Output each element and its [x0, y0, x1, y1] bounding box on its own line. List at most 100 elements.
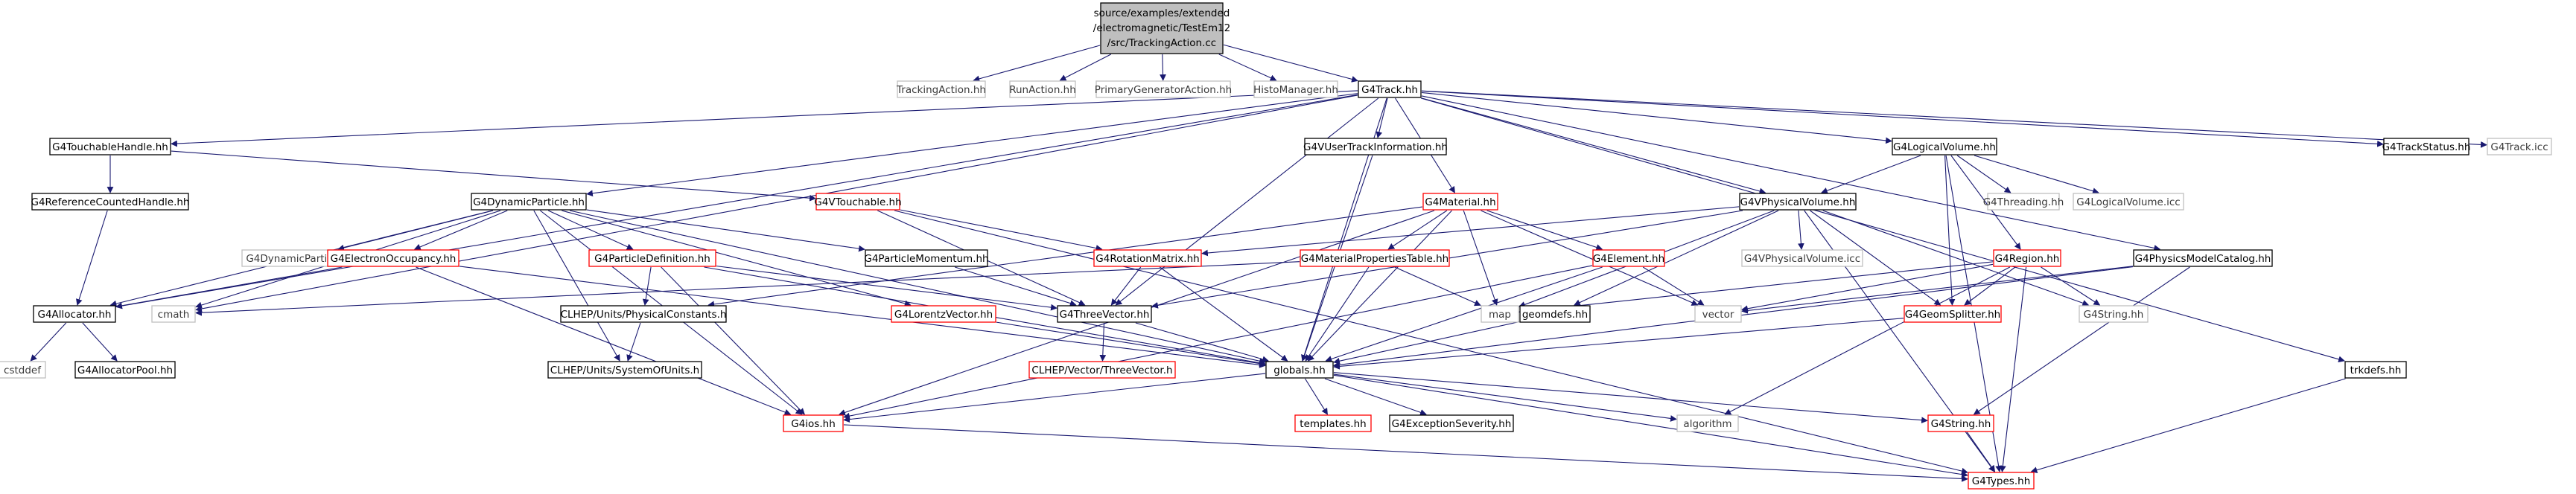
node-G4ExceptionSeverity[interactable]: G4ExceptionSeverity.hh [1389, 414, 1514, 432]
node-box [151, 305, 196, 323]
edge [1950, 155, 2021, 250]
node-label: cmath [158, 309, 190, 321]
edge [195, 261, 1300, 316]
edge-G4String-to-G4Types [1966, 432, 1996, 472]
node-G4RotationMatrix[interactable]: G4RotationMatrix.hh [1093, 249, 1202, 267]
edge [1333, 321, 1520, 365]
node-G4VPhysicalVolume[interactable]: G4VPhysicalVolume.hh [1739, 193, 1857, 211]
edge [1305, 266, 1370, 362]
node-G4PhysicsModelCatalog[interactable]: G4PhysicsModelCatalog.hh [2133, 249, 2273, 267]
node-box [865, 249, 988, 267]
edge [413, 210, 508, 251]
node-G4Stringhh[interactable]: G4String.hh [2079, 305, 2149, 323]
edge [1964, 266, 2016, 306]
edge-G4ThreeVector-to-CLHEPThreeVector [1099, 322, 1107, 362]
node-G4LogicalVolumeicc[interactable]: G4LogicalVolume.icc [2073, 193, 2184, 211]
node-G4GeomSplitter[interactable]: G4GeomSplitter.hh [1904, 305, 2002, 323]
node-G4Trackicc[interactable]: G4Track.icc [2487, 138, 2552, 155]
node-box [547, 361, 702, 379]
node-box [74, 361, 176, 379]
edge [1421, 97, 1766, 195]
edge [459, 266, 1266, 368]
edge-G4LorentzVector-to-globals [996, 321, 1266, 367]
node-G4DynamicParticle[interactable]: G4DynamicParticle.hh [471, 193, 587, 211]
node-map[interactable]: map [1481, 305, 1519, 323]
node-trkdefs[interactable]: trkdefs.hh [2344, 361, 2407, 379]
node-templates[interactable]: templates.hh [1294, 414, 1372, 432]
node-box [2383, 138, 2470, 155]
node-label: G4Element.hh [1593, 253, 1664, 265]
edge [1059, 54, 1111, 81]
edge [1325, 266, 1603, 362]
node-G4Allocator[interactable]: G4Allocator.hh [33, 305, 116, 323]
node-box [0, 361, 46, 379]
node-label: G4VPhysicalVolume.icc [1744, 253, 1860, 265]
edge-G4Track-to-G4TouchableHandle [171, 90, 1358, 147]
edge [115, 94, 1358, 309]
node-G4Material[interactable]: G4Material.hh [1422, 193, 1498, 211]
node-label: G4Threading.hh [1983, 196, 2064, 208]
edge-trkdefs-to-G4Types [2030, 378, 2346, 473]
node-vector[interactable]: vector [1694, 305, 1742, 323]
node-G4TrackStatus[interactable]: G4TrackStatus.hh [2382, 138, 2471, 155]
node-label: vector [1702, 309, 1734, 321]
node-cstddef[interactable]: cstddef [0, 361, 46, 379]
node-cmath[interactable]: cmath [151, 305, 196, 323]
node-RunAction[interactable]: RunAction.hh [1009, 80, 1076, 98]
node-G4Track[interactable]: G4Track.hh [1358, 80, 1422, 98]
edge-G4ParticleDefinition-to-CLHEPPhysicalConstants [642, 266, 652, 306]
node-G4MaterialPropertiesTable[interactable]: G4MaterialPropertiesTable.hh [1300, 249, 1450, 267]
edge-G4VPhysicalVolume-to-G4GeomSplitter [1810, 210, 1941, 306]
node-G4ParticleDefinition[interactable]: G4ParticleDefinition.hh [588, 249, 716, 267]
edge-G4MaterialPropertiesTable-to-cmath [195, 261, 1300, 316]
node-G4String[interactable]: G4String.hh [1927, 414, 1994, 432]
node-CLHEPThreeVector[interactable]: CLHEP/Vector/ThreeVector.h [1028, 361, 1176, 379]
node-G4ParticleMomentum[interactable]: G4ParticleMomentum.hh [864, 249, 989, 267]
edge-G4ElectronOccupancy-to-globals [459, 266, 1266, 368]
node-label: G4LorentzVector.hh [894, 309, 993, 321]
node-box [1519, 305, 1591, 323]
edge-G4DynamicParticle-to-G4ElectronOccupancy [413, 210, 508, 251]
node-box [1028, 361, 1176, 379]
edge-G4ElectronOccupancy-to-G4Allocator [115, 266, 343, 309]
node-CLHEPPhysicalConstants[interactable]: CLHEP/Units/PhysicalConstants.h [560, 305, 727, 323]
node-G4AllocatorPool[interactable]: G4AllocatorPool.hh [74, 361, 176, 379]
node-label: G4Types.hh [1972, 475, 2031, 487]
node-G4ios[interactable]: G4ios.hh [783, 414, 844, 432]
node-G4VUserTrackInformation[interactable]: G4VUserTrackInformation.hh [1303, 138, 1448, 155]
edge [1463, 210, 1498, 306]
node-PrimaryGeneratorAction[interactable]: PrimaryGeneratorAction.hh [1095, 80, 1232, 98]
node-G4Threading[interactable]: G4Threading.hh [1983, 193, 2064, 211]
node-algorithm[interactable]: algorithm [1676, 414, 1739, 432]
node-root[interactable]: source/examples/extended /electromagneti… [1093, 2, 1230, 54]
node-box [1300, 249, 1450, 267]
node-G4Element[interactable]: G4Element.hh [1592, 249, 1665, 267]
edge-G4Track-to-G4TrackStatus [1421, 90, 2384, 147]
node-HistoManager[interactable]: HistoManager.hh [1253, 80, 1338, 98]
node-TrackingAction[interactable]: TrackingAction.hh [896, 80, 986, 98]
node-G4LogicalVolume[interactable]: G4LogicalVolume.hh [1892, 138, 1997, 155]
edge-G4PhysicsModelCatalog-to-G4String [1973, 266, 2190, 415]
edge-G4Allocator-to-G4AllocatorPool [82, 322, 118, 362]
node-box [815, 193, 900, 211]
node-G4Region[interactable]: G4Region.hh [1993, 249, 2061, 267]
node-G4ThreeVector[interactable]: G4ThreeVector.hh [1057, 305, 1152, 323]
node-G4VTouchable[interactable]: G4VTouchable.hh [814, 193, 902, 211]
node-G4ElectronOccupancy[interactable]: G4ElectronOccupancy.hh [327, 249, 459, 267]
node-box [1481, 305, 1519, 323]
node-globals[interactable]: globals.hh [1265, 361, 1334, 379]
node-G4LorentzVector[interactable]: G4LorentzVector.hh [891, 305, 996, 323]
node-label: HistoManager.hh [1253, 84, 1338, 96]
edge-geomdefs-to-globals [1333, 321, 1520, 365]
node-CLHEPSystemOfUnits[interactable]: CLHEP/Units/SystemOfUnits.h [547, 361, 702, 379]
node-G4Types[interactable]: G4Types.hh [1968, 472, 2035, 490]
node-box [783, 414, 844, 432]
edge-G4VTouchable-to-G4RotationMatrix [900, 209, 1103, 251]
node-label: templates.hh [1300, 418, 1366, 430]
node-G4TouchableHandle[interactable]: G4TouchableHandle.hh [49, 138, 171, 155]
node-G4ReferenceCountedHandle[interactable]: G4ReferenceCountedHandle.hh [31, 193, 190, 211]
root-line-1: source/examples/extended [1094, 7, 1230, 19]
node-G4VPhysicalVolumeicc[interactable]: G4VPhysicalVolume.icc [1741, 249, 1863, 267]
edge [843, 373, 1266, 423]
node-geomdefs[interactable]: geomdefs.hh [1519, 305, 1591, 323]
